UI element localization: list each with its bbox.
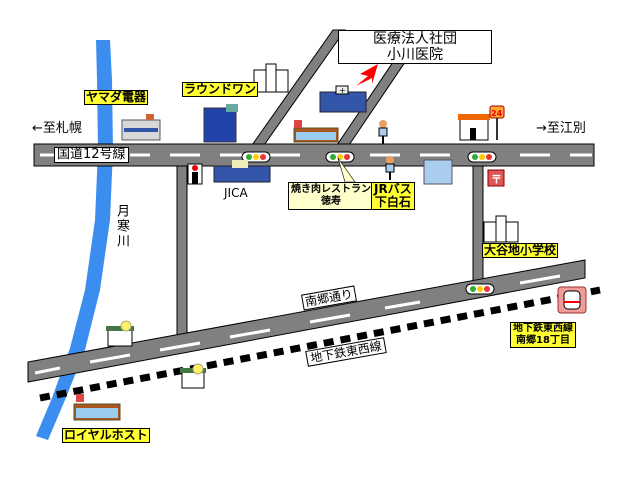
vertical-road-west	[176, 164, 188, 341]
post-office-icon: 〒	[487, 169, 505, 187]
school-building-icon	[483, 215, 519, 243]
yamada-denki-building-icon	[121, 114, 161, 141]
label-school: 大谷地小学校	[482, 243, 559, 258]
label-subway-station: 地下鉄東西線 南郷18丁目	[510, 322, 576, 348]
label-yakiniku: 焼き肉レストラン 徳寿	[288, 182, 374, 210]
direction-west: ←至札幌	[32, 121, 82, 136]
convenience-store-south-icon	[180, 363, 206, 389]
label-jica: JICA	[224, 186, 248, 200]
destination-title-box: 医療法人社団 小川医院	[338, 30, 492, 64]
convenience-store-icon	[458, 114, 490, 141]
svg-text:+: +	[339, 86, 346, 95]
bus-stop-north-icon	[378, 120, 388, 144]
vertical-road-east	[472, 164, 484, 291]
bus-stop-south-icon	[385, 156, 395, 180]
destination-title-line1: 医療法人社団	[373, 31, 457, 47]
svg-text:〒: 〒	[491, 173, 502, 186]
label-yamada-denki: ヤマダ電器	[84, 90, 149, 105]
label-royal-host: ロイヤルホスト	[62, 428, 150, 443]
label-route-12: 国道12号線	[54, 147, 129, 163]
jr-bus-line2: 下白石	[374, 195, 411, 209]
yakiniku-restaurant-icon	[293, 120, 339, 143]
direction-east: →至江別	[536, 121, 586, 136]
traffic-lights	[241, 151, 497, 295]
destination-title-line2: 小川医院	[387, 47, 443, 63]
police-box-icon	[187, 163, 203, 185]
station-line2: 南郷18丁目	[516, 335, 570, 346]
round-one-building-icon	[203, 104, 238, 143]
route-12-road	[33, 143, 595, 167]
yakiniku-line2: 徳寿	[321, 196, 341, 207]
subway-station-icon	[557, 286, 587, 314]
nango-dori-road	[27, 259, 586, 383]
label-river: 月寒川	[114, 204, 129, 249]
round-one-building2-icon	[253, 63, 289, 93]
destination-arrow-icon	[356, 64, 378, 86]
label-jr-bus: JRバス 下白石	[371, 182, 415, 210]
svg-text:24: 24	[491, 109, 503, 118]
station-line1: 地下鉄東西線	[513, 323, 573, 334]
office-building-icon	[423, 159, 453, 185]
jr-bus-line1: JRバス	[374, 182, 412, 196]
convenience-store-west-icon	[106, 320, 134, 347]
hospital-building-icon: +	[319, 85, 367, 113]
label-round-one: ラウンドワン	[182, 82, 259, 97]
royal-host-restaurant-icon	[73, 394, 121, 421]
yakiniku-line1: 焼き肉レストラン	[291, 184, 371, 195]
24h-sign-icon: 24	[489, 105, 505, 140]
jica-building-icon	[213, 160, 271, 183]
